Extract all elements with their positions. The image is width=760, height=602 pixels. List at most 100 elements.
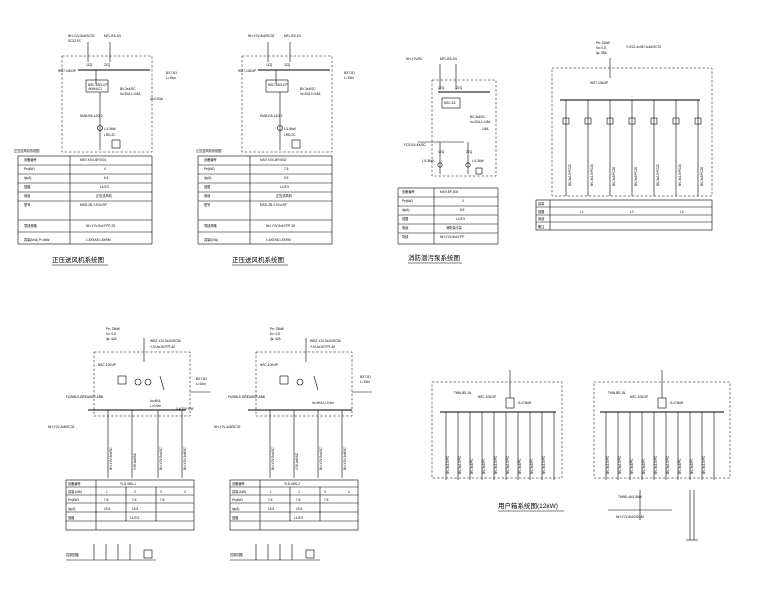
svg-text:BV-3x2.5/PC: BV-3x2.5/PC bbox=[606, 455, 610, 474]
svg-text:NH-YJV-4x6/SC: NH-YJV-4x6/SC bbox=[343, 446, 347, 470]
svg-text:7.5: 7.5 bbox=[132, 498, 137, 502]
svg-text:WS7-100/4P: WS7-100/4P bbox=[238, 69, 256, 73]
svg-text:15.5: 15.5 bbox=[296, 507, 302, 511]
svg-text:型号: 型号 bbox=[24, 202, 30, 207]
svg-text:Pe(kW): Pe(kW) bbox=[232, 498, 243, 502]
svg-text:MFL-BS-1N: MFL-BS-1N bbox=[284, 34, 302, 38]
svg-text:BV-3x4/PC: BV-3x4/PC bbox=[470, 458, 474, 474]
svg-text:设备编号: 设备编号 bbox=[204, 157, 217, 162]
svg-text:控制回路: 控制回路 bbox=[66, 552, 80, 557]
svg-text:回路: 回路 bbox=[204, 184, 211, 189]
svg-text:MSD-2B-YJV/4-RF: MSD-2B-YJV/4-RF bbox=[260, 203, 287, 207]
svg-text:回路: 回路 bbox=[402, 216, 409, 221]
diagram-6: Pe: 25kW Kx: 0.8 Ijs: 42A WDZ-YJV-5x10/S… bbox=[214, 327, 372, 561]
caption-diagram-1: 正压送风机系统图 bbox=[52, 255, 104, 264]
svg-text:WDZ-YJV-5x10/SC50: WDZ-YJV-5x10/SC50 bbox=[150, 339, 181, 343]
svg-text:NH-YJV-4x6/SC32: NH-YJV-4x6/SC32 bbox=[48, 425, 75, 429]
svg-text:控制回路: 控制回路 bbox=[230, 552, 244, 557]
svg-text:BV-3x4/PC: BV-3x4/PC bbox=[678, 458, 682, 474]
svg-text:2: 2 bbox=[298, 490, 300, 494]
svg-text:1ZQ: 1ZQ bbox=[266, 63, 273, 67]
svg-text:BV-3x4/PC: BV-3x4/PC bbox=[642, 458, 646, 474]
svg-text:设备编号: 设备编号 bbox=[232, 481, 245, 486]
svg-text:容量(kVA): 容量(kVA) bbox=[204, 237, 218, 242]
svg-text:NH-YJV-5x6 FPF-25: NH-YJV-5x6 FPF-25 bbox=[266, 224, 295, 228]
svg-text:L/1.5kW: L/1.5kW bbox=[284, 127, 296, 131]
svg-text:L1/2/3: L1/2/3 bbox=[456, 217, 465, 221]
svg-text:In=20A,I=4.8A: In=20A,I=4.8A bbox=[470, 120, 491, 124]
svg-text:L2: L2 bbox=[630, 210, 634, 214]
svg-text:9.5: 9.5 bbox=[284, 176, 289, 180]
caption-diagram-3: 消防潜污泵系统图 bbox=[408, 253, 460, 262]
diagram-1: NH-YJV-5x4/SC32 MFL-BS-1N SC32 FC WS7-10… bbox=[14, 34, 177, 266]
svg-text:L1: L1 bbox=[580, 210, 584, 214]
svg-text:用途: 用途 bbox=[204, 193, 211, 198]
svg-text:In=20A,I=4.8A: In=20A,I=4.8A bbox=[300, 92, 321, 96]
svg-text:NH-YJV-5x4/SC32: NH-YJV-5x4/SC32 bbox=[68, 34, 95, 38]
svg-text:用途: 用途 bbox=[538, 216, 545, 221]
svg-text:BV-3x4/SC: BV-3x4/SC bbox=[120, 87, 136, 91]
svg-text:TMNE-4A/1.5kW: TMNE-4A/1.5kW bbox=[618, 495, 642, 499]
svg-text:MSD-2B-YJV/4-RF: MSD-2B-YJV/4-RF bbox=[80, 203, 107, 207]
svg-text:NH-YJV-5x4 FPF: NH-YJV-5x4 FPF bbox=[440, 235, 464, 239]
svg-text:In=20A,I=4.8A: In=20A,I=4.8A bbox=[120, 92, 141, 96]
svg-text:Pe: 22kW: Pe: 22kW bbox=[596, 41, 610, 45]
svg-text:L1/2/3: L1/2/3 bbox=[130, 516, 139, 520]
svg-text:BX7-B1: BX7-B1 bbox=[344, 71, 355, 75]
svg-text:FUSIBLE-BREAKER-ABB: FUSIBLE-BREAKER-ABB bbox=[228, 395, 265, 399]
svg-text:BV-3x2.5/PC: BV-3x2.5/PC bbox=[702, 455, 706, 474]
svg-text:导线: 导线 bbox=[402, 234, 409, 239]
svg-text:BV-3x4/PC: BV-3x4/PC bbox=[530, 458, 534, 474]
svg-text:S=2.5kW: S=2.5kW bbox=[670, 401, 683, 405]
svg-text:L1/2/3: L1/2/3 bbox=[280, 185, 289, 189]
svg-text:7.5: 7.5 bbox=[104, 498, 109, 502]
svg-text:L=15m: L=15m bbox=[360, 380, 370, 384]
svg-text:4: 4 bbox=[348, 490, 350, 494]
svg-text:设备编号: 设备编号 bbox=[402, 189, 415, 194]
svg-text:Ijs(A): Ijs(A) bbox=[68, 507, 76, 511]
svg-text:15.5: 15.5 bbox=[268, 507, 274, 511]
svg-text:Pe(kW): Pe(kW) bbox=[24, 167, 35, 171]
diagram-5: Pe: 25kW Kx: 0.8 Ijs: 42A WDZ-YJV-5x10/S… bbox=[48, 327, 210, 561]
svg-text:YLD-WKL2: YLD-WKL2 bbox=[284, 482, 300, 486]
svg-text:15.5: 15.5 bbox=[132, 507, 138, 511]
svg-text:In=4KA: In=4KA bbox=[150, 399, 161, 403]
svg-text:BX7-B1: BX7-B1 bbox=[166, 71, 177, 75]
svg-text:L=15m: L=15m bbox=[196, 382, 206, 386]
meter-icon bbox=[134, 378, 142, 386]
svg-text:BV-3x2.5/PC: BV-3x2.5/PC bbox=[494, 455, 498, 474]
svg-text:BV-3x2.5/PC: BV-3x2.5/PC bbox=[446, 455, 450, 474]
svg-text:NSC-100/3P: NSC-100/3P bbox=[478, 395, 496, 399]
svg-text:LRD-2C: LRD-2C bbox=[284, 133, 296, 137]
breaker-icon bbox=[85, 79, 109, 93]
svg-text:正压送风机: 正压送风机 bbox=[96, 193, 113, 198]
svg-text:NSC-63: NSC-63 bbox=[444, 101, 456, 105]
svg-text:BV-3x4/PC: BV-3x4/PC bbox=[690, 458, 694, 474]
svg-text:4: 4 bbox=[184, 490, 186, 494]
svg-text:FUSIBLE-BREAKER-ABB: FUSIBLE-BREAKER-ABB bbox=[66, 395, 103, 399]
svg-text:Ijs(A): Ijs(A) bbox=[204, 176, 212, 180]
svg-text:L3: L3 bbox=[680, 210, 684, 214]
svg-text:Kx: 0.8: Kx: 0.8 bbox=[106, 332, 116, 336]
svg-text:BX7-B1: BX7-B1 bbox=[360, 375, 371, 379]
svg-text:1ZQ: 1ZQ bbox=[86, 63, 93, 67]
svg-text:MSY-XXX-BF0001: MSY-XXX-BF0001 bbox=[80, 158, 107, 162]
svg-text:NH-YJV-5x10/SC40: NH-YJV-5x10/SC40 bbox=[616, 515, 644, 519]
svg-text:Ijs: 35A: Ijs: 35A bbox=[596, 51, 608, 55]
diagram-7: TMN-BS-1N NSC-100/3P S=2.5kW BV-3x2.5/PC… bbox=[431, 370, 564, 512]
svg-text:MFL-BS-1N: MFL-BS-1N bbox=[440, 57, 458, 61]
svg-text:NSC-63/3-CP: NSC-63/3-CP bbox=[88, 83, 108, 87]
svg-text:1/6A: 1/6A bbox=[482, 127, 489, 131]
svg-text:1ZQ: 1ZQ bbox=[438, 86, 445, 90]
svg-text:2: 2 bbox=[134, 490, 136, 494]
svg-text:导线规格: 导线规格 bbox=[24, 223, 38, 228]
svg-text:BV-3x2.5/PC: BV-3x2.5/PC bbox=[654, 455, 658, 474]
svg-text:Pe(kW): Pe(kW) bbox=[402, 199, 413, 203]
svg-text:NH-YJV-5x4/SC: NH-YJV-5x4/SC bbox=[159, 446, 163, 470]
svg-text:BV-3x4/PC20: BV-3x4/PC20 bbox=[612, 167, 616, 186]
svg-text:L/1.5kW: L/1.5kW bbox=[472, 159, 484, 163]
svg-text:Pe: 25kW: Pe: 25kW bbox=[106, 327, 120, 331]
svg-text:容量(kVA) P=4kW: 容量(kVA) P=4kW bbox=[24, 237, 49, 242]
svg-text:NH-YJV/SC: NH-YJV/SC bbox=[406, 57, 424, 61]
svg-text:6.5: 6.5 bbox=[104, 176, 109, 180]
